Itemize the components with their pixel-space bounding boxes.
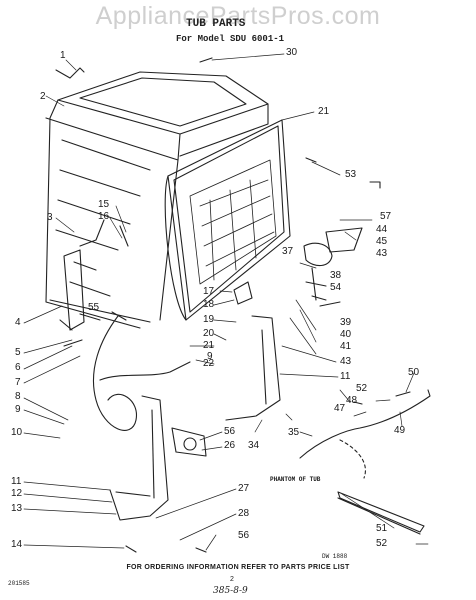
callout-2: 2	[40, 91, 46, 102]
door-gasket	[164, 119, 291, 321]
hose-assembly	[59, 219, 191, 431]
callout-9: 9	[15, 404, 21, 415]
callout-3: 3	[47, 212, 53, 223]
handwritten-note: 385-8-9	[213, 586, 248, 596]
callout-53: 53	[345, 169, 357, 180]
callout-38: 38	[330, 270, 342, 281]
callout-28: 28	[238, 508, 250, 519]
callout-50: 50	[408, 367, 420, 378]
callout-17: 17	[203, 286, 215, 297]
callout-14: 14	[11, 539, 23, 550]
callout-39: 39	[340, 317, 352, 328]
callout-56-bottom: 56	[238, 530, 250, 541]
phantom-of-tub-label: PHANTOM OF TUB	[270, 476, 321, 483]
left-support-bracket	[109, 395, 169, 521]
callout-15: 15	[98, 199, 110, 210]
callout-21-top: 21	[318, 106, 330, 117]
callout-11-right: 11	[340, 371, 351, 382]
callout-54: 54	[330, 282, 342, 293]
callout-20: 20	[203, 328, 215, 339]
callout-1: 1	[60, 50, 66, 61]
callout-57: 57	[380, 211, 392, 222]
callout-35: 35	[288, 427, 300, 438]
callout-51: 51	[376, 523, 388, 534]
callout-43-top: 43	[376, 248, 388, 259]
tub-cabinet	[45, 71, 269, 329]
callout-13: 13	[11, 503, 23, 514]
callout-47: 47	[334, 403, 346, 414]
callout-18: 18	[203, 299, 215, 310]
callout-55: 55	[88, 302, 100, 313]
callout-10: 10	[11, 427, 23, 438]
callout-48: 48	[346, 395, 358, 406]
callout-5: 5	[15, 347, 21, 358]
callout-52-bottom: 52	[376, 538, 388, 549]
callout-27: 27	[238, 483, 250, 494]
callout-6: 6	[15, 362, 21, 373]
callout-8: 8	[15, 391, 21, 402]
watermark: AppliancePartsPros.com	[95, 2, 381, 30]
callout-40: 40	[340, 329, 352, 340]
callout-52-top: 52	[356, 383, 368, 394]
document-code: 201585	[8, 580, 30, 587]
leader-lines	[23, 53, 429, 551]
callout-34: 34	[248, 440, 260, 451]
model-label: For Model SDU 6001-1	[176, 34, 285, 44]
callout-26: 26	[224, 440, 236, 451]
callout-30: 30	[286, 47, 298, 58]
pump-assembly	[303, 227, 363, 307]
callout-19: 19	[203, 314, 215, 325]
callout-56-mid: 56	[224, 426, 236, 437]
callout-21-bottom: 21	[203, 340, 215, 351]
callout-41: 41	[340, 341, 352, 352]
right-support-bracket	[225, 315, 281, 421]
callout-37: 37	[282, 246, 294, 257]
callout-12: 12	[11, 488, 23, 499]
callout-7: 7	[15, 377, 21, 388]
ordering-info-footer: FOR ORDERING INFORMATION REFER TO PARTS …	[126, 564, 350, 571]
diagram-title: TUB PARTS	[186, 18, 246, 30]
valve-assembly	[171, 427, 207, 457]
fasteners	[55, 57, 411, 553]
callout-9-mid: 9	[207, 351, 213, 362]
callout-22: 22	[203, 358, 215, 369]
callout-44: 44	[376, 224, 388, 235]
drawing-code: DW 1888	[322, 553, 348, 560]
callout-11: 11	[11, 476, 22, 487]
callout-45: 45	[376, 236, 388, 247]
inner-rack	[189, 159, 277, 285]
heating-element	[299, 389, 431, 535]
callout-4: 4	[15, 317, 21, 328]
callout-16: 16	[98, 211, 110, 222]
callout-43-bottom: 43	[340, 356, 352, 367]
page-number: 2	[230, 576, 234, 583]
callout-49: 49	[394, 425, 406, 436]
